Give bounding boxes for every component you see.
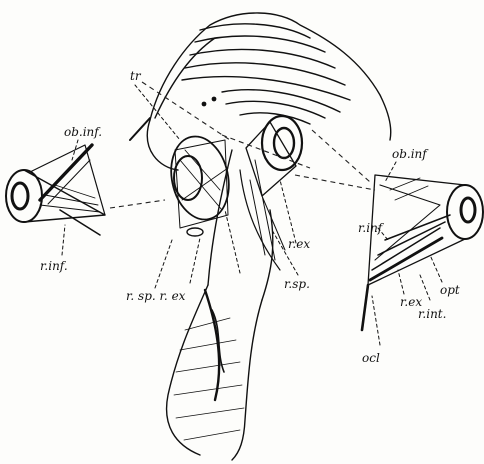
leader-lines: [62, 85, 442, 345]
label-ocl: ocl: [362, 351, 380, 365]
label-r-ex-mid: r.ex: [288, 237, 310, 251]
label-r-int: r.int.: [418, 307, 446, 321]
label-r-inf-left: r.inf.: [40, 259, 68, 273]
label-r-sp-r-ex: r. sp. r. ex: [126, 289, 186, 303]
connector-lines: [110, 82, 375, 208]
label-ob-inf-left: ob.inf.: [64, 125, 102, 139]
label-r-sp-mid: r.sp.: [284, 277, 310, 291]
head-outline: [130, 13, 391, 460]
label-r-inf-right: r.inf: [358, 221, 385, 235]
head-eye-left: [164, 131, 236, 236]
detached-eye-left: [6, 145, 105, 235]
label-opt: opt: [440, 283, 460, 297]
label-tr: tr: [130, 69, 142, 83]
label-ob-inf-right: ob.inf: [392, 147, 429, 161]
